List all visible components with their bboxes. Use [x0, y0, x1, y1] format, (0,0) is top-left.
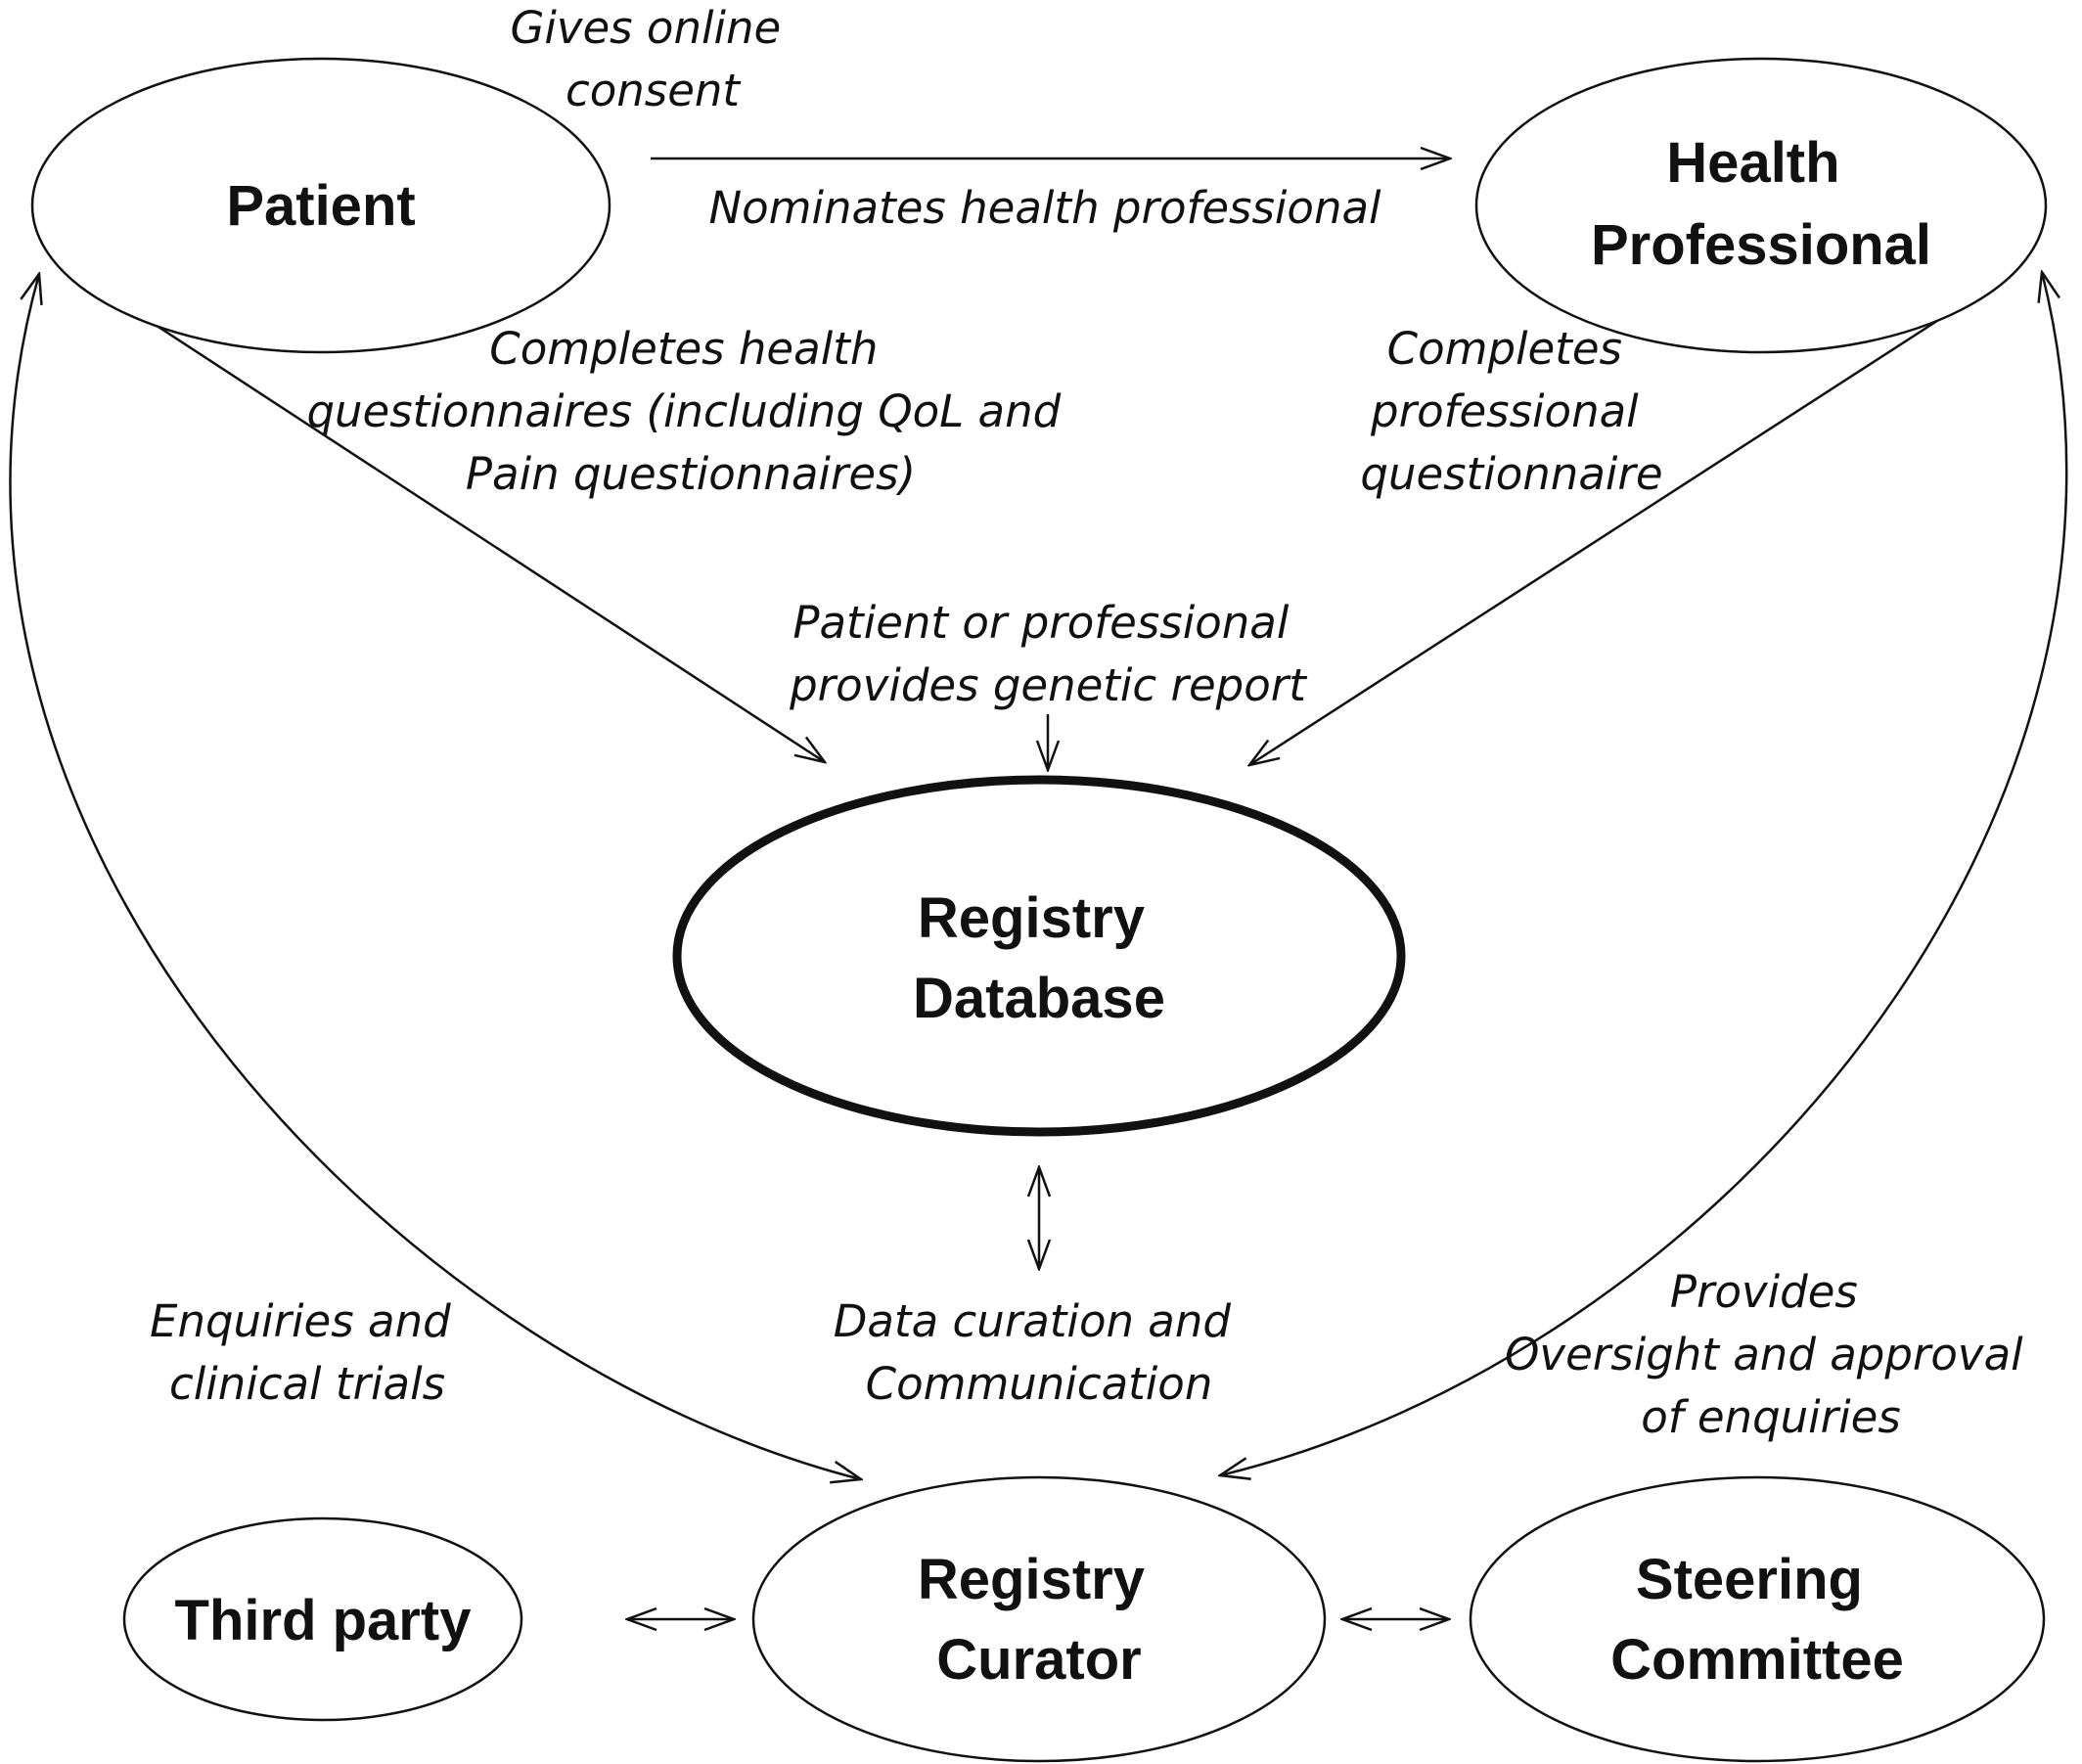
consent-label-line1: Gives online — [510, 2, 781, 54]
professional-questionnaire-line3: questionnaire — [1360, 448, 1662, 500]
third-party-node: Third party — [122, 1516, 523, 1722]
enquiries-label: Enquiries and clinical trials — [150, 1295, 465, 1410]
svg-text:Health Professional: Health Professional — [1591, 131, 1931, 277]
oversight-line2: Oversight and approval — [1505, 1329, 2023, 1380]
registry-database-label-line1: Registry — [918, 886, 1145, 950]
svg-text:Steering Committee: Steering Committee — [1610, 1548, 1904, 1692]
professional-to-database-arrow — [1249, 306, 1958, 765]
svg-text:Registry Curator: Registry Curator — [918, 1548, 1160, 1692]
professional-questionnaire-line2: professional — [1370, 385, 1639, 437]
steering-committee-label-line2: Committee — [1610, 1628, 1904, 1692]
oversight-line1: Provides — [1670, 1266, 1858, 1318]
svg-text:Registry Database: Registry Database — [913, 886, 1165, 1030]
registry-curator-label-line1: Registry — [918, 1548, 1145, 1611]
consent-label-line2: consent — [566, 65, 742, 116]
oversight-label: Provides Oversight and approval of enqui… — [1505, 1266, 2037, 1443]
third-party-label: Third party — [175, 1589, 472, 1652]
enquiries-line2: clinical trials — [169, 1358, 445, 1410]
data-curation-label: Data curation and Communication — [834, 1295, 1245, 1410]
enquiries-line1: Enquiries and — [150, 1295, 451, 1347]
svg-text:Third party: Third party — [175, 1589, 472, 1652]
nominates-label-line1: Nominates health professional — [708, 182, 1381, 234]
professional-curator-curved-arrow — [1220, 272, 2068, 1475]
data-curation-line1: Data curation and — [834, 1295, 1232, 1347]
steering-committee-label-line1: Steering — [1636, 1548, 1863, 1611]
genetic-report-line1: Patient or professional — [792, 597, 1289, 649]
patient-questionnaires-line1: Completes health — [489, 323, 878, 375]
oversight-line3: of enquiries — [1641, 1391, 1901, 1443]
genetic-report-line2: provides genetic report — [789, 659, 1308, 711]
genetic-report-label: Patient or professional provides genetic… — [789, 597, 1308, 711]
registry-curator-label-line2: Curator — [936, 1628, 1141, 1692]
patient-questionnaires-line2: questionnaires (including QoL and — [306, 385, 1061, 437]
health-professional-node: Health Professional — [1474, 57, 2048, 354]
professional-questionnaire-line1: Completes — [1387, 323, 1622, 375]
registry-curator-node: Registry Curator — [751, 1475, 1327, 1763]
consent-label: Gives online consent — [510, 2, 794, 116]
registry-database-label-line2: Database — [913, 967, 1165, 1030]
patient-label: Patient — [226, 174, 415, 238]
patient-curator-curved-arrow — [9, 274, 861, 1479]
registry-database-node: Registry Database — [672, 775, 1406, 1137]
health-professional-label-line2: Professional — [1591, 213, 1931, 277]
professional-questionnaire-label: Completes professional questionnaire — [1360, 323, 1662, 500]
patient-questionnaires-line3: Pain questionnaires) — [466, 448, 916, 500]
data-curation-line2: Communication — [866, 1358, 1213, 1410]
steering-committee-node: Steering Committee — [1469, 1475, 2046, 1763]
nominates-label: Nominates health professional — [708, 182, 1381, 234]
patient-questionnaires-label: Completes health questionnaires (includi… — [306, 323, 1074, 500]
svg-text:Patient: Patient — [226, 174, 415, 238]
health-professional-label-line1: Health — [1666, 131, 1839, 195]
patient-node: Patient — [30, 57, 611, 354]
